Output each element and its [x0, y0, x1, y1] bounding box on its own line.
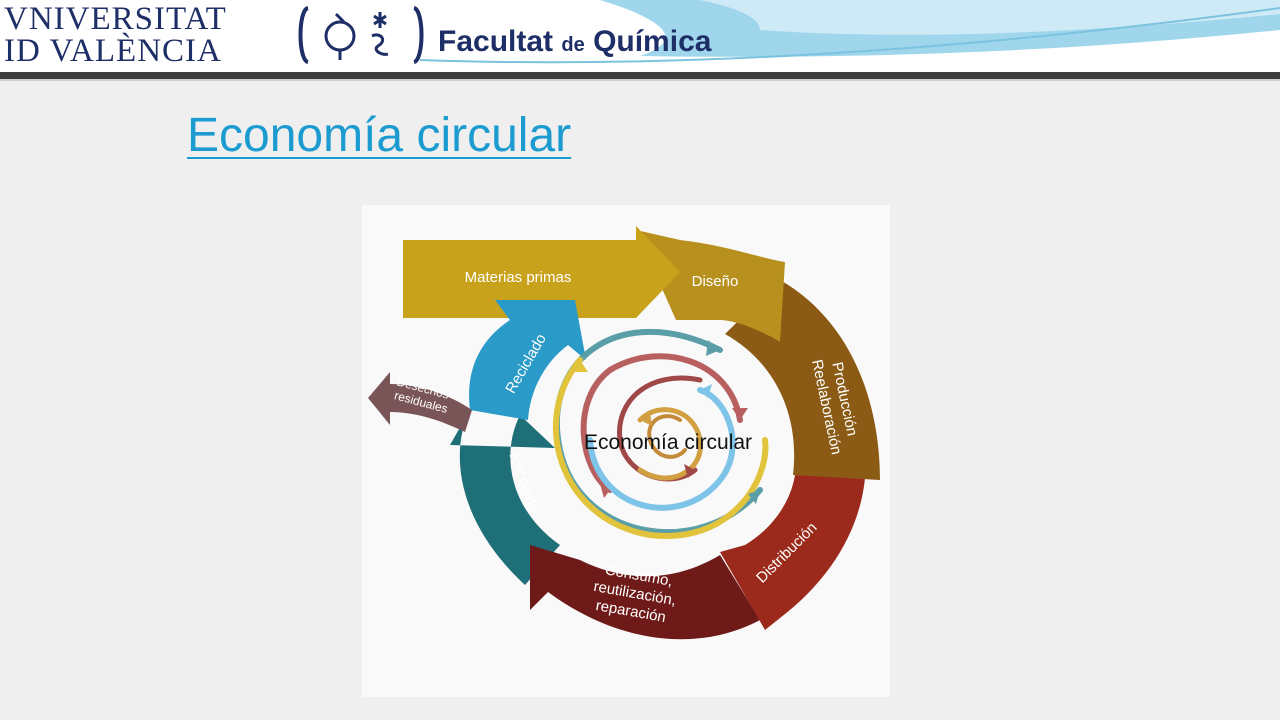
- inner-ring-6: [637, 407, 703, 481]
- faculty-name-word2: de: [561, 34, 585, 56]
- header-divider-bar: [0, 72, 1280, 79]
- faculty-logo-icon: [298, 6, 424, 64]
- inner-ring-2: [553, 357, 769, 540]
- inner-ring-7: [647, 414, 687, 459]
- header-divider-line: [0, 79, 1280, 81]
- faculty-name-word1: Facultat: [438, 25, 554, 58]
- inner-ring-3: [580, 353, 743, 493]
- waste-arrow: [368, 372, 472, 432]
- faculty-name: Facultat de Química: [438, 24, 711, 63]
- circular-economy-diagram: Materias primas Diseño Producción Reelab…: [362, 205, 890, 697]
- label-diseno: Diseño: [692, 273, 739, 290]
- stage-segment-diseno: [636, 230, 785, 342]
- inner-ring-4: [587, 387, 736, 511]
- center-label: Economía circular: [584, 431, 752, 454]
- stage-segment-distribucion: [720, 475, 865, 630]
- header: VNIVERSITAT ID VALÈNCIA Facultat de Quím…: [0, 0, 1280, 72]
- faculty-name-word3: Química: [593, 25, 712, 58]
- slide-title: Economía circular: [187, 109, 572, 162]
- stage-segment-consumo: [530, 545, 760, 640]
- label-materias-primas: Materias primas: [465, 269, 572, 286]
- inner-ring-arrowheads: [572, 340, 760, 504]
- stage-segment-materias-primas: [403, 226, 680, 318]
- stage-segment-reciclado: [469, 300, 586, 420]
- university-logo: VNIVERSITAT ID VALÈNCIA: [4, 2, 294, 68]
- header-wave-decoration: [419, 0, 1280, 64]
- university-name-line2: ID VALÈNCIA: [4, 33, 222, 69]
- university-name-line1: VNIVERSITAT: [4, 1, 227, 37]
- stage-segment-recogida: [450, 410, 560, 585]
- inner-ring-5: [617, 375, 703, 482]
